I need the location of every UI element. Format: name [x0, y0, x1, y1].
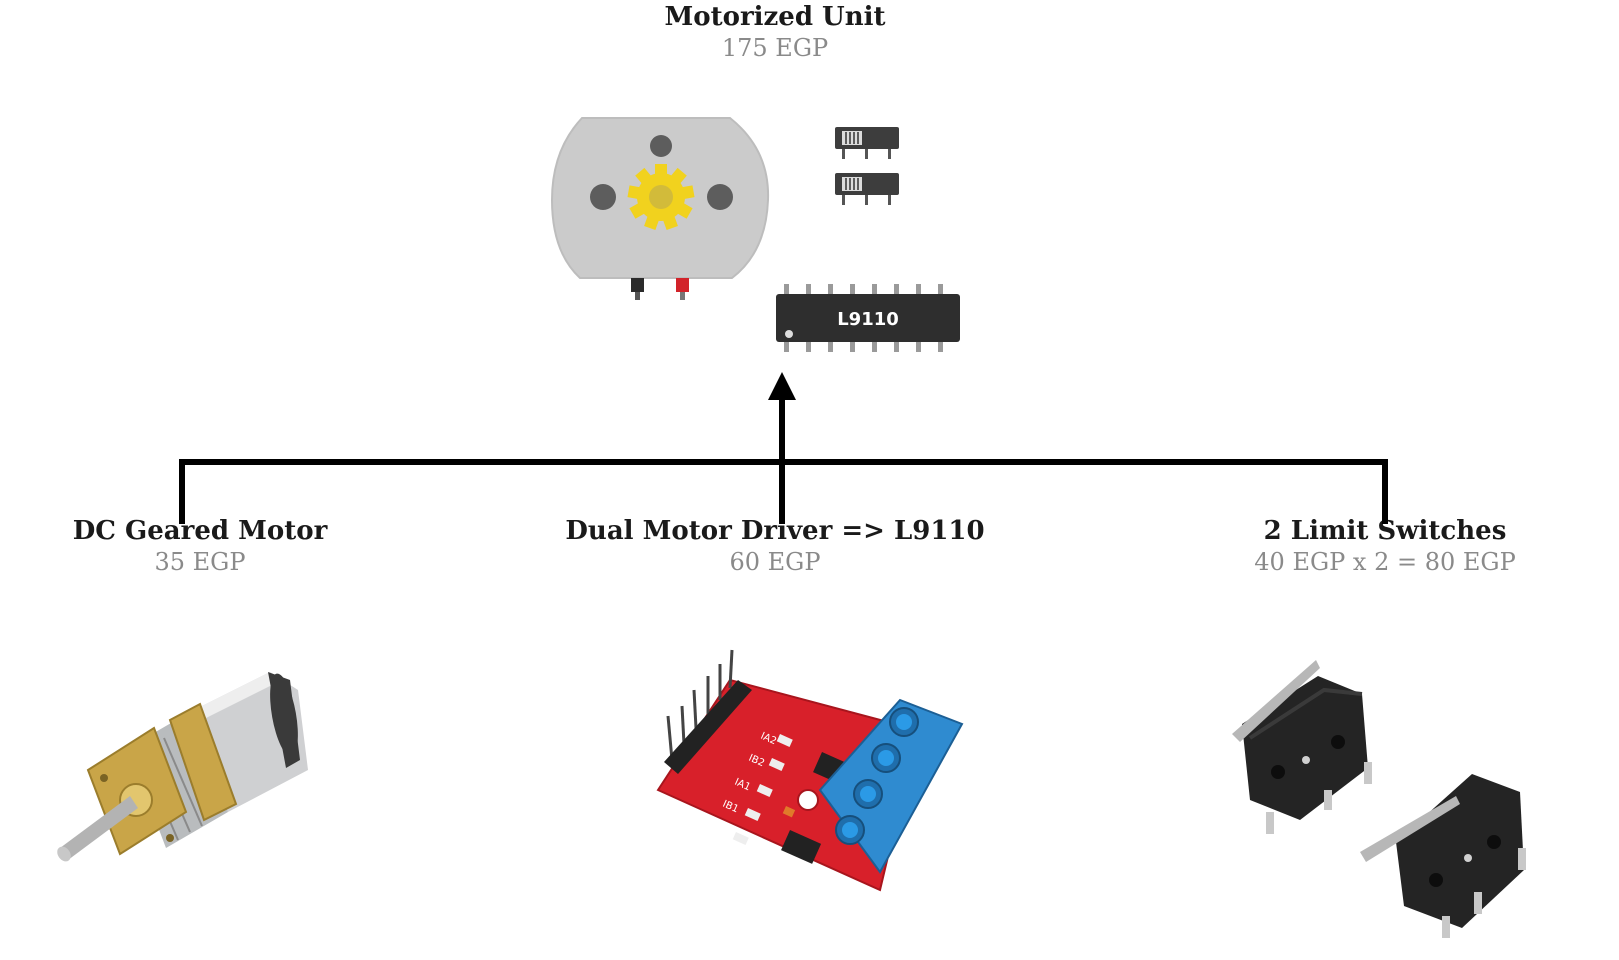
switches-price: 40 EGP x 2 = 80 EGP — [1254, 548, 1516, 576]
connector-lines — [179, 398, 1388, 524]
driver-price: 60 EGP — [729, 548, 821, 576]
limit-switch-image — [1232, 660, 1372, 834]
driver-board-image: IA2 IB2 IA1 IB1 — [656, 649, 964, 892]
slide-switch-icon — [835, 173, 899, 205]
gear-icon — [627, 164, 695, 231]
slide-switch-icon — [835, 127, 899, 159]
unit-price: 175 EGP — [721, 34, 829, 62]
ic-chip-icon: L9110 — [776, 284, 960, 352]
limit-switch-image — [1360, 774, 1526, 938]
dc-motor-icon — [550, 117, 770, 300]
geared-motor-image — [57, 672, 308, 862]
driver-title: Dual Motor Driver => L9110 — [565, 516, 985, 546]
unit-title: Motorized Unit — [664, 2, 886, 32]
arrow-head — [768, 372, 796, 400]
motor-title: DC Geared Motor — [72, 516, 328, 546]
motor-price: 35 EGP — [154, 548, 246, 576]
chip-label: L9110 — [837, 309, 899, 330]
